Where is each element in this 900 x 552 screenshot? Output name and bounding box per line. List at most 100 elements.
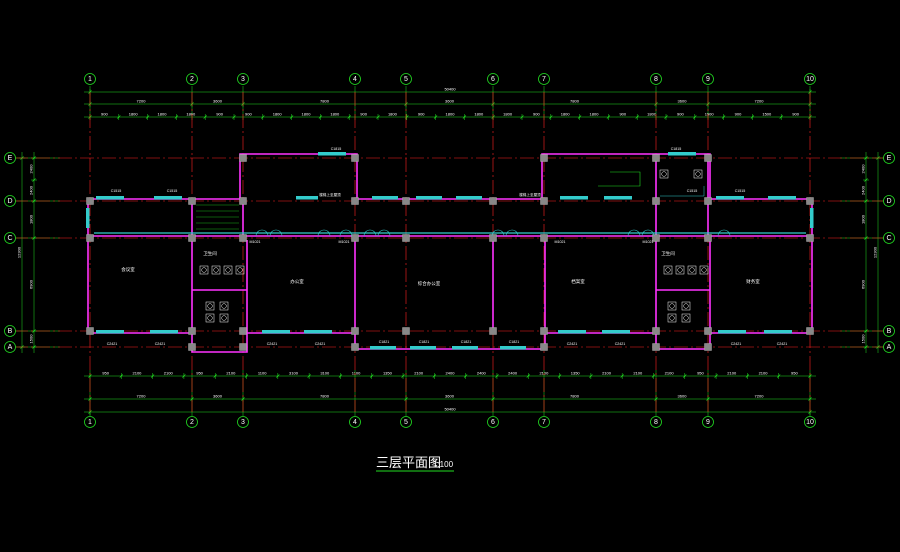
column-21 <box>652 197 660 205</box>
window-tag: C1815 <box>671 147 682 151</box>
axis-label-10: 10 <box>806 76 814 83</box>
dim-left-side-text: 1500 <box>29 334 34 344</box>
axis-label-2: 2 <box>190 419 194 426</box>
dim-bottom-bays-text: 7200 <box>755 394 765 399</box>
dim-top-openings-text: 1800 <box>302 112 312 117</box>
column-19 <box>540 234 548 242</box>
column-1 <box>86 234 94 242</box>
dim-bottom-openings-text: 2100 <box>226 371 236 376</box>
columns <box>86 154 814 351</box>
dim-bottom-openings-text: 3100 <box>320 371 330 376</box>
window-east <box>810 208 814 228</box>
window-tag: M1021 <box>250 240 261 244</box>
dim-bottom-openings-slash <box>244 374 249 378</box>
axis-bubble-2 <box>186 73 198 85</box>
drawing-title: 三层平面图 1:100 <box>376 456 454 472</box>
window-tag: C2421 <box>777 342 788 346</box>
dim-bottom-openings-slash <box>307 374 311 378</box>
dim-top-openings-text: 1800 <box>647 112 657 117</box>
dim-overall-bottom-text: 50400 <box>444 407 456 412</box>
dim-bottom-bays-text: 3600 <box>213 394 223 399</box>
window-north-7 <box>560 196 588 200</box>
dim-top-openings-slash <box>203 115 207 119</box>
dim-top-openings-text: 1800 <box>590 112 600 117</box>
axis-bubble-9 <box>702 416 714 428</box>
axis-label-5: 5 <box>404 419 408 426</box>
drawing-scale-text: 1:100 <box>433 460 454 469</box>
dim-left-side-slash <box>32 178 36 182</box>
fixture-9 <box>675 265 685 275</box>
column-10 <box>351 234 359 242</box>
window-north-9 <box>716 196 744 200</box>
dim-top-bays-text: 7200 <box>137 99 147 104</box>
window-tag: C2421 <box>615 342 626 346</box>
axis-label-2: 2 <box>190 76 194 83</box>
axis-label-B: B <box>887 328 892 335</box>
window-tag: M1021 <box>555 240 566 244</box>
column-9 <box>351 197 359 205</box>
dim-overall-top-text: 50400 <box>444 87 456 92</box>
axis-label-1: 1 <box>88 419 92 426</box>
fixture-3 <box>235 265 245 275</box>
door-5 <box>377 229 391 237</box>
dim-bottom-openings-slash <box>495 374 499 378</box>
dim-top-openings-slash <box>289 115 294 119</box>
window-west <box>86 208 90 228</box>
column-25 <box>704 234 712 242</box>
dim-top-openings-text: 900 <box>245 112 252 117</box>
dim-top-openings-text: 900 <box>216 112 223 117</box>
dim-top-openings-text: 900 <box>533 112 540 117</box>
dim-bottom-openings-text: 2100 <box>602 371 612 376</box>
doors <box>196 171 731 237</box>
column-20 <box>540 327 548 335</box>
window-north-1 <box>154 196 182 200</box>
dim-bottom-openings-slash <box>526 374 531 378</box>
dim-top-bays-text: 3600 <box>678 99 688 104</box>
dim-top-openings-text: 1800 <box>186 112 196 117</box>
column-35 <box>188 343 196 351</box>
axis-label-A: A <box>887 344 892 351</box>
column-34 <box>704 154 712 162</box>
dim-bottom-openings-slash <box>620 374 624 378</box>
axis-bubble-C <box>4 232 16 244</box>
dim-top-openings-slash <box>433 115 438 119</box>
dim-bottom-openings-text: 3100 <box>289 371 299 376</box>
dim-top-bays-text: 7200 <box>755 99 765 104</box>
dim-bottom-openings-slash <box>745 374 750 378</box>
dim-bottom-openings-slash <box>119 374 124 378</box>
fixture-4 <box>205 301 215 311</box>
fixture-5 <box>219 301 229 311</box>
dim-right-side-text: 1500 <box>861 334 866 344</box>
dim-bottom-openings-slash <box>182 374 186 378</box>
dim-bottom-openings-text: 1350 <box>383 371 393 376</box>
dim-bottom-bays-text: 7200 <box>137 394 147 399</box>
axis-label-C: C <box>886 235 891 242</box>
window-south-3 <box>304 330 332 334</box>
column-22 <box>652 234 660 242</box>
room-label: 档案室 <box>571 278 585 285</box>
dim-bottom-openings-slash <box>683 374 687 378</box>
stair-note-right: 楼梯上至屋顶 <box>519 192 541 197</box>
axis-bubble-C <box>883 232 895 244</box>
dim-top-openings-slash <box>549 115 553 119</box>
fixture-7-bowl <box>221 315 227 321</box>
dim-bottom-openings-text: 2100 <box>759 371 769 376</box>
window-south-2 <box>262 330 290 334</box>
window-tag: C1815 <box>331 147 342 151</box>
dim-top-openings-slash <box>577 115 582 119</box>
door-2 <box>317 229 331 237</box>
dim-top-openings-text: 1800 <box>561 112 571 117</box>
dim-bottom-openings-slash <box>338 374 343 378</box>
dim-bottom-openings-slash <box>150 374 155 378</box>
window-south-10 <box>718 330 746 334</box>
axis-label-8: 8 <box>654 419 658 426</box>
axis-label-C: C <box>7 235 12 242</box>
axis-bubble-D <box>883 195 895 207</box>
window-tag: C1821 <box>379 340 390 344</box>
dim-top-openings-slash <box>232 115 236 119</box>
column-12 <box>402 197 410 205</box>
dim-bottom-openings-text: 2100 <box>633 371 643 376</box>
fixture-17-bowl <box>695 171 701 177</box>
window-tag: C1515 <box>735 189 746 193</box>
